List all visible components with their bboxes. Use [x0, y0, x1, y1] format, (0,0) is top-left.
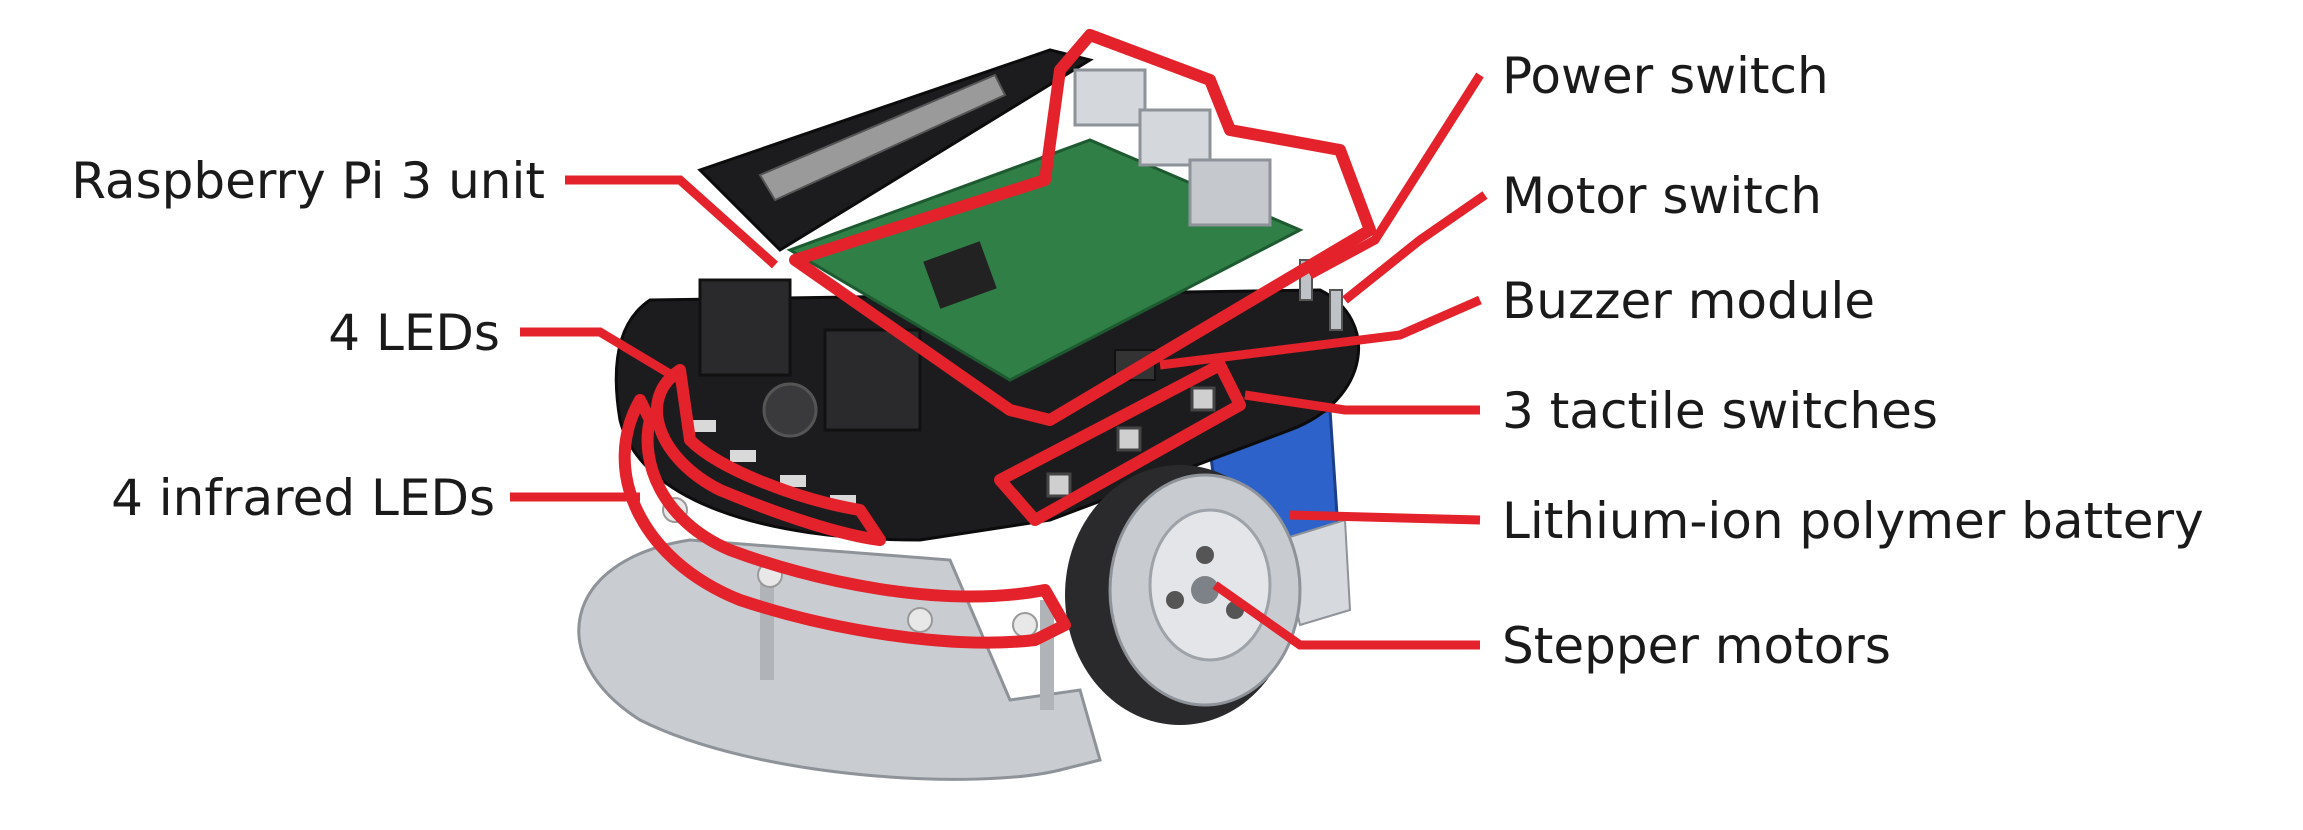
ethernet-port — [1188, 158, 1272, 227]
label-battery: Lithium-ion polymer battery — [1502, 492, 2204, 550]
soc-chip — [923, 241, 997, 309]
leader-tactile-switches — [1244, 390, 1480, 415]
motor-driver — [698, 278, 792, 377]
motor-driver — [823, 328, 922, 432]
leds-outline — [650, 364, 886, 546]
standoff — [760, 560, 774, 680]
leader-power-switch — [1307, 72, 1484, 279]
leader-raspberry-pi — [565, 175, 779, 269]
label-tactile-switches: 3 tactile switches — [1502, 382, 1938, 440]
tactile-switches-outline — [994, 359, 1246, 526]
led-row — [690, 420, 856, 507]
wheel — [1065, 465, 1302, 725]
highlight-outlines — [618, 29, 1376, 649]
usb-port — [1138, 108, 1212, 167]
standoff — [1040, 600, 1054, 710]
gpio-header — [758, 73, 1007, 202]
infrared-leds-outline — [618, 394, 1071, 649]
tactile-switch-row — [1046, 386, 1216, 498]
leader-battery — [1289, 510, 1481, 525]
leader-motor-switch — [1342, 191, 1488, 304]
label-buzzer-module: Buzzer module — [1502, 272, 1875, 330]
labels: Raspberry Pi 3 unit 4 LEDs 4 infrared LE… — [71, 47, 2203, 675]
label-power-switch: Power switch — [1502, 47, 1829, 105]
raspberry-pi-board — [786, 138, 1304, 382]
label-stepper-motors: Stepper motors — [1502, 617, 1891, 675]
leader-buzzer-module — [1159, 295, 1482, 370]
capacitor — [762, 382, 818, 438]
motor-toggle — [1329, 289, 1343, 331]
leader-lines — [510, 72, 1488, 650]
raspberry-pi-outline — [789, 29, 1376, 426]
usb-port — [1073, 68, 1147, 127]
label-leds: 4 LEDs — [328, 304, 500, 362]
label-motor-switch: Motor switch — [1502, 167, 1822, 225]
robot-illustration — [577, 48, 1361, 781]
leader-stepper-motors — [1212, 581, 1480, 650]
base-plate — [577, 538, 1102, 781]
leader-leds — [520, 327, 683, 384]
label-raspberry-pi: Raspberry Pi 3 unit — [71, 152, 545, 210]
label-infrared-leds: 4 infrared LEDs — [111, 469, 495, 527]
